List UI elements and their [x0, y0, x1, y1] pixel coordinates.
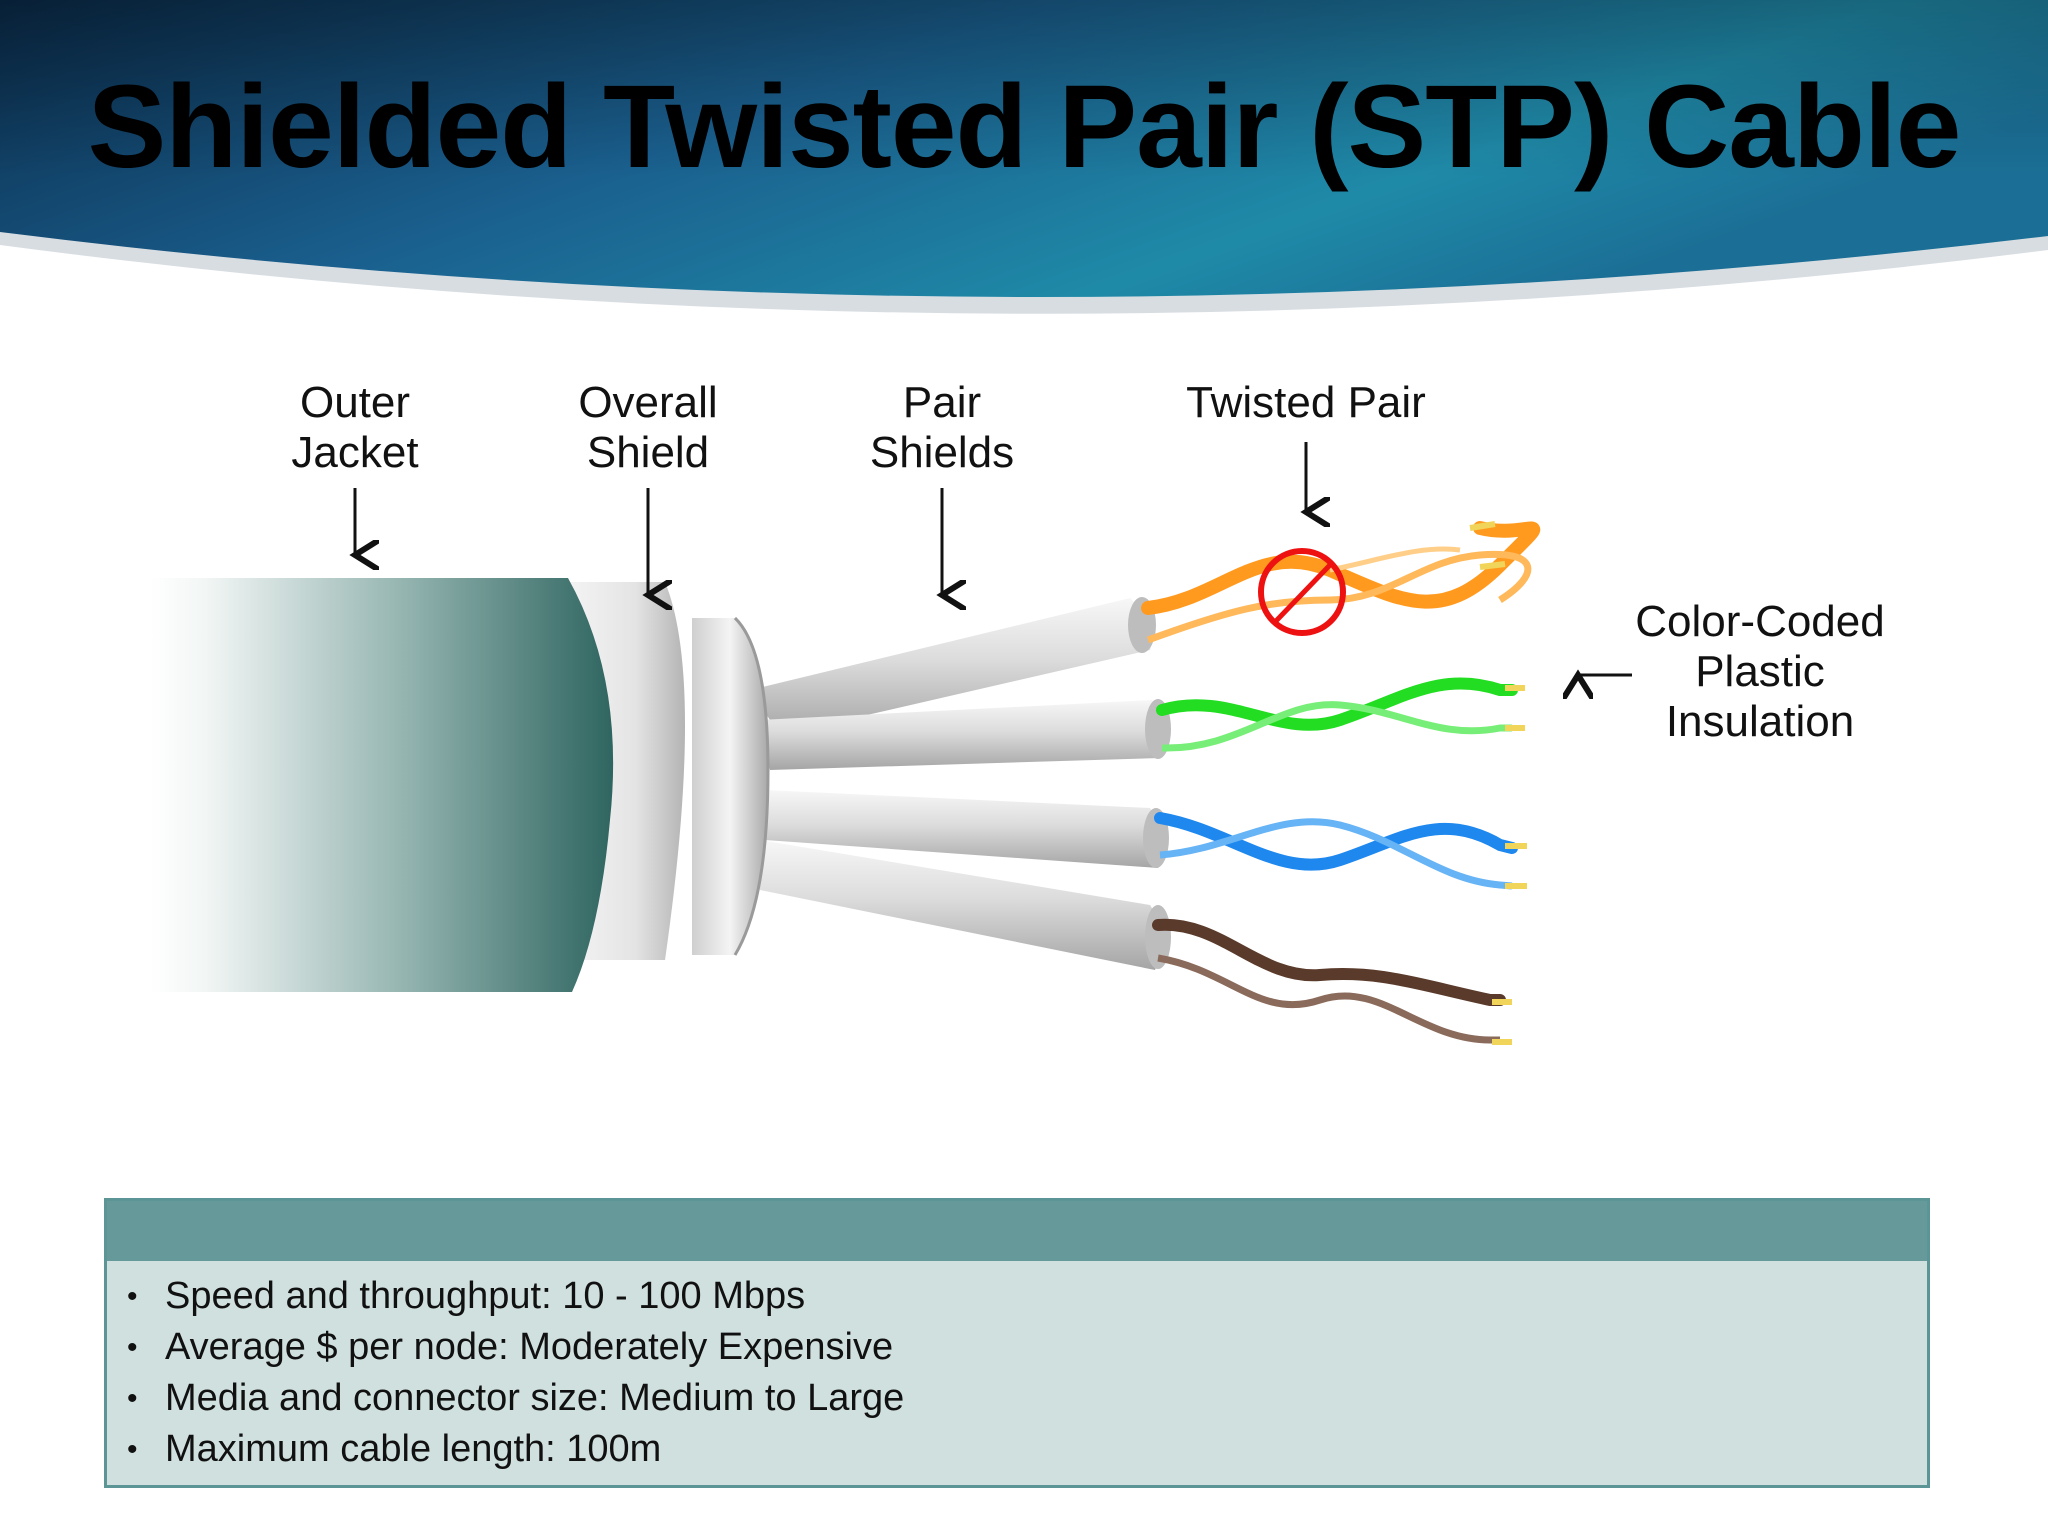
info-item-length: Maximum cable length: 100m: [127, 1424, 904, 1475]
label-outer-jacket-line1: Outer: [299, 378, 411, 427]
info-item-size: Media and connector size: Medium to Larg…: [127, 1373, 904, 1424]
label-overall-shield: Overall Shield: [548, 378, 748, 478]
info-item-cost: Average $ per node: Moderately Expensive: [127, 1322, 904, 1373]
header-background: [0, 0, 2048, 314]
label-twisted-pair: Twisted Pair: [1186, 378, 1426, 427]
label-pair-shields-line2: Shields: [869, 428, 1015, 477]
label-overall-shield-line1: Overall: [578, 378, 718, 427]
label-outer-jacket: Outer Jacket: [255, 378, 455, 478]
label-color-coded: Color-Coded Plastic Insulation: [1600, 597, 1920, 747]
label-outer-jacket-line2: Jacket: [291, 428, 419, 477]
label-overall-shield-line2: Shield: [586, 428, 710, 477]
info-item-speed: Speed and throughput: 10 - 100 Mbps: [127, 1271, 904, 1322]
twisted-pair-brown: [1152, 918, 1512, 1045]
info-box: Speed and throughput: 10 - 100 Mbps Aver…: [104, 1198, 1930, 1488]
label-color-coded-line2: Plastic: [1695, 647, 1825, 696]
label-color-coded-line1: Color-Coded: [1635, 597, 1885, 646]
label-pair-shields: Pair Shields: [842, 378, 1042, 478]
info-list: Speed and throughput: 10 - 100 Mbps Aver…: [127, 1271, 904, 1475]
highlight-circle: [1258, 548, 1346, 636]
label-color-coded-line3: Insulation: [1665, 697, 1855, 746]
info-box-header: [107, 1201, 1927, 1261]
slide-title: Shielded Twisted Pair (STP) Cable: [87, 61, 1962, 193]
highlight-strike: [1274, 563, 1332, 623]
pair-shields: [692, 597, 1171, 970]
twisted-pair-orange: [1141, 521, 1541, 644]
outer-jacket: [150, 578, 614, 992]
twisted-pair-blue: [1154, 812, 1527, 890]
twisted-pair-green: [1156, 677, 1525, 752]
label-pair-shields-line1: Pair: [902, 378, 982, 427]
